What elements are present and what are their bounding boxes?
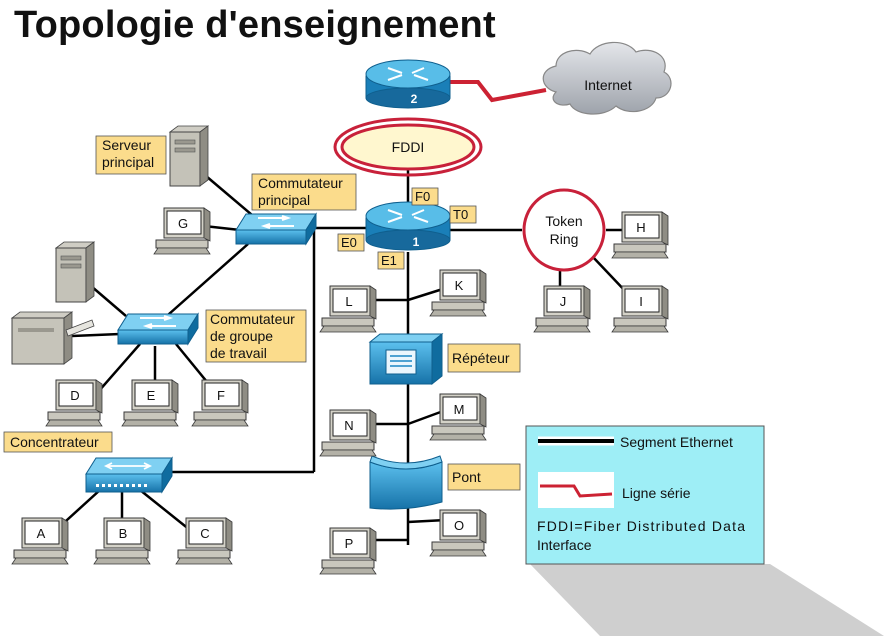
- workstation-label: G: [178, 216, 188, 231]
- workgroup-switch[interactable]: [117, 313, 199, 345]
- workstation-a[interactable]: A: [11, 517, 69, 565]
- repeater-label: Répéteur: [452, 350, 510, 366]
- cloud-label: Internet: [584, 77, 632, 93]
- workstation-label: P: [345, 536, 354, 551]
- server-label-box: [95, 135, 167, 175]
- legend: Segment Ethernet Ligne série FDDI=Fiber …: [525, 425, 765, 565]
- interface-t0-box: [449, 205, 477, 224]
- router-icon: [387, 67, 429, 81]
- workgroup-switch-label-1: Commutateur: [210, 311, 295, 327]
- legend-ethernet-label: Segment Ethernet: [620, 434, 733, 450]
- bridge[interactable]: [369, 455, 443, 510]
- main-switch-label-2: principal: [258, 192, 310, 208]
- workstation-label: O: [454, 518, 464, 533]
- bridge-label-box: [447, 463, 521, 491]
- workstation-label: A: [37, 526, 46, 541]
- printer[interactable]: [10, 311, 95, 365]
- workstation-d[interactable]: D: [45, 379, 103, 427]
- workstation-n[interactable]: N: [319, 409, 377, 457]
- workstation-label: N: [344, 418, 353, 433]
- workstation-f[interactable]: F: [191, 379, 249, 427]
- legend-note-1: FDDI=Fiber Distributed Data: [537, 518, 745, 534]
- workstation-i[interactable]: I: [611, 285, 669, 333]
- workstation-label: M: [454, 402, 465, 417]
- hub-label: Concentrateur: [10, 434, 99, 450]
- hub[interactable]: [85, 456, 173, 494]
- workstation-label: K: [455, 278, 464, 293]
- router-top-number: 2: [411, 92, 418, 106]
- interface-e0-box: [337, 233, 365, 252]
- interface-e0: E0: [341, 235, 357, 250]
- workstation-l[interactable]: L: [319, 285, 377, 333]
- workstation-h[interactable]: H: [611, 211, 669, 259]
- workstation-label: H: [636, 220, 645, 235]
- repeater[interactable]: [368, 332, 444, 386]
- workgroup-switch-label-box: [205, 309, 307, 363]
- legend-note-2: Interface: [537, 537, 592, 553]
- workstation-label: D: [70, 388, 79, 403]
- router-main-number: 1: [413, 235, 420, 249]
- workstation-label: I: [639, 294, 643, 309]
- main-switch-label-1: Commutateur: [258, 175, 343, 191]
- workstation-m[interactable]: M: [429, 393, 487, 441]
- cloud-icon: Internet: [542, 41, 672, 115]
- workstation-g[interactable]: G: [153, 207, 211, 255]
- workstation-label: L: [345, 294, 352, 309]
- workstation-b[interactable]: B: [93, 517, 151, 565]
- fddi-ring: FDDI: [333, 117, 483, 177]
- workstation-k[interactable]: K: [429, 269, 487, 317]
- interface-e1: E1: [381, 253, 397, 268]
- main-server[interactable]: [169, 125, 209, 187]
- token-ring-label-1: Token: [545, 213, 582, 229]
- router-top[interactable]: 2: [365, 59, 451, 109]
- token-ring-label-2: Ring: [550, 231, 579, 247]
- workstation-p[interactable]: P: [319, 527, 377, 575]
- router-icon: [387, 209, 429, 223]
- page-title: Topologie d'enseignement: [14, 4, 496, 46]
- workgroup-switch-label-2: de groupe: [210, 328, 273, 344]
- workstation-c[interactable]: C: [175, 517, 233, 565]
- workstation-label: F: [217, 388, 225, 403]
- workstation-e[interactable]: E: [121, 379, 179, 427]
- interface-e1-box: [377, 251, 405, 270]
- workstation-label: C: [200, 526, 209, 541]
- workstation-o[interactable]: O: [429, 509, 487, 557]
- legend-serial-label: Ligne série: [622, 485, 691, 501]
- interface-f0-box: [411, 187, 439, 206]
- hub-label-box: [3, 431, 113, 453]
- repeater-label-box: [447, 343, 521, 373]
- workgroup-switch-label-3: de travail: [210, 345, 267, 361]
- workstation-label: B: [119, 526, 128, 541]
- server[interactable]: [55, 241, 95, 303]
- main-switch-label-box: [251, 173, 357, 211]
- main-switch[interactable]: [235, 213, 317, 245]
- fddi-label: FDDI: [392, 139, 425, 155]
- workstation-label: J: [560, 294, 567, 309]
- serial-line: [450, 80, 547, 103]
- workstation-label: E: [147, 388, 156, 403]
- token-ring: Token Ring: [522, 188, 606, 272]
- legend-serial-swatch: [540, 484, 613, 498]
- router-main[interactable]: 1: [365, 201, 451, 251]
- server-label-2: principal: [102, 154, 154, 170]
- bridge-label: Pont: [452, 469, 481, 485]
- server-label-1: Serveur: [102, 137, 151, 153]
- workstation-j[interactable]: J: [533, 285, 591, 333]
- legend-shadow: [530, 564, 884, 636]
- interface-f0: F0: [415, 189, 430, 204]
- interface-t0: T0: [453, 207, 468, 222]
